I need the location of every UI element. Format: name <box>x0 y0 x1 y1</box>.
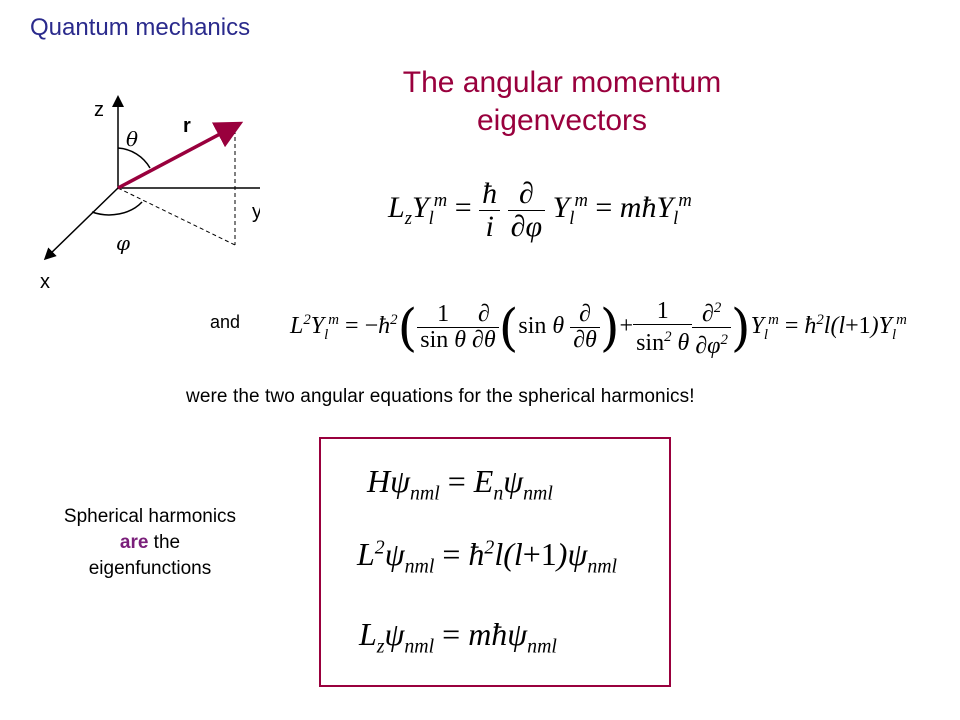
eigen-equations-box: Hψnml = Enψnml L2ψnml = ħ2l(l+1)ψnml Lzψ… <box>319 437 671 687</box>
r-vector-label: r <box>183 115 191 137</box>
x-axis-label: x <box>40 271 50 293</box>
hamiltonian-equation: Hψnml = Enψnml <box>367 463 553 505</box>
phi-label: φ <box>116 231 130 255</box>
lz-eigen-equation: Lzψnml = mħψnml <box>359 616 557 658</box>
theta-arc <box>117 147 151 169</box>
phi-arc <box>91 201 143 216</box>
side-caption: Spherical harmonics are the eigenfunctio… <box>40 504 260 582</box>
y-axis-label: y <box>252 201 260 223</box>
slide-title: The angular momentum eigenvectors <box>372 64 752 140</box>
projection-base <box>117 187 236 246</box>
slide-title-line2: eigenvectors <box>476 104 648 137</box>
z-axis-label: z <box>94 99 104 121</box>
caption-line1: Spherical harmonics <box>63 506 237 527</box>
caption-line2: are the <box>40 530 260 556</box>
x-axis <box>43 187 119 261</box>
theta-label: θ <box>126 127 138 151</box>
caption-emphasis: are <box>119 532 149 553</box>
l-squared-equation: L2ψnml = ħ2l(l+1)ψnml <box>357 536 618 578</box>
caption-line3: eigenfunctions <box>88 558 212 579</box>
caption-line2-rest: the <box>148 532 181 553</box>
and-label: and <box>210 312 241 332</box>
note-text: were the two angular equations for the s… <box>186 386 695 407</box>
coordinate-diagram: z y x r θ φ <box>40 95 260 293</box>
section-header: Quantum mechanics <box>30 14 251 41</box>
slide-title-line1: The angular momentum <box>402 66 722 99</box>
r-vector <box>117 121 244 190</box>
